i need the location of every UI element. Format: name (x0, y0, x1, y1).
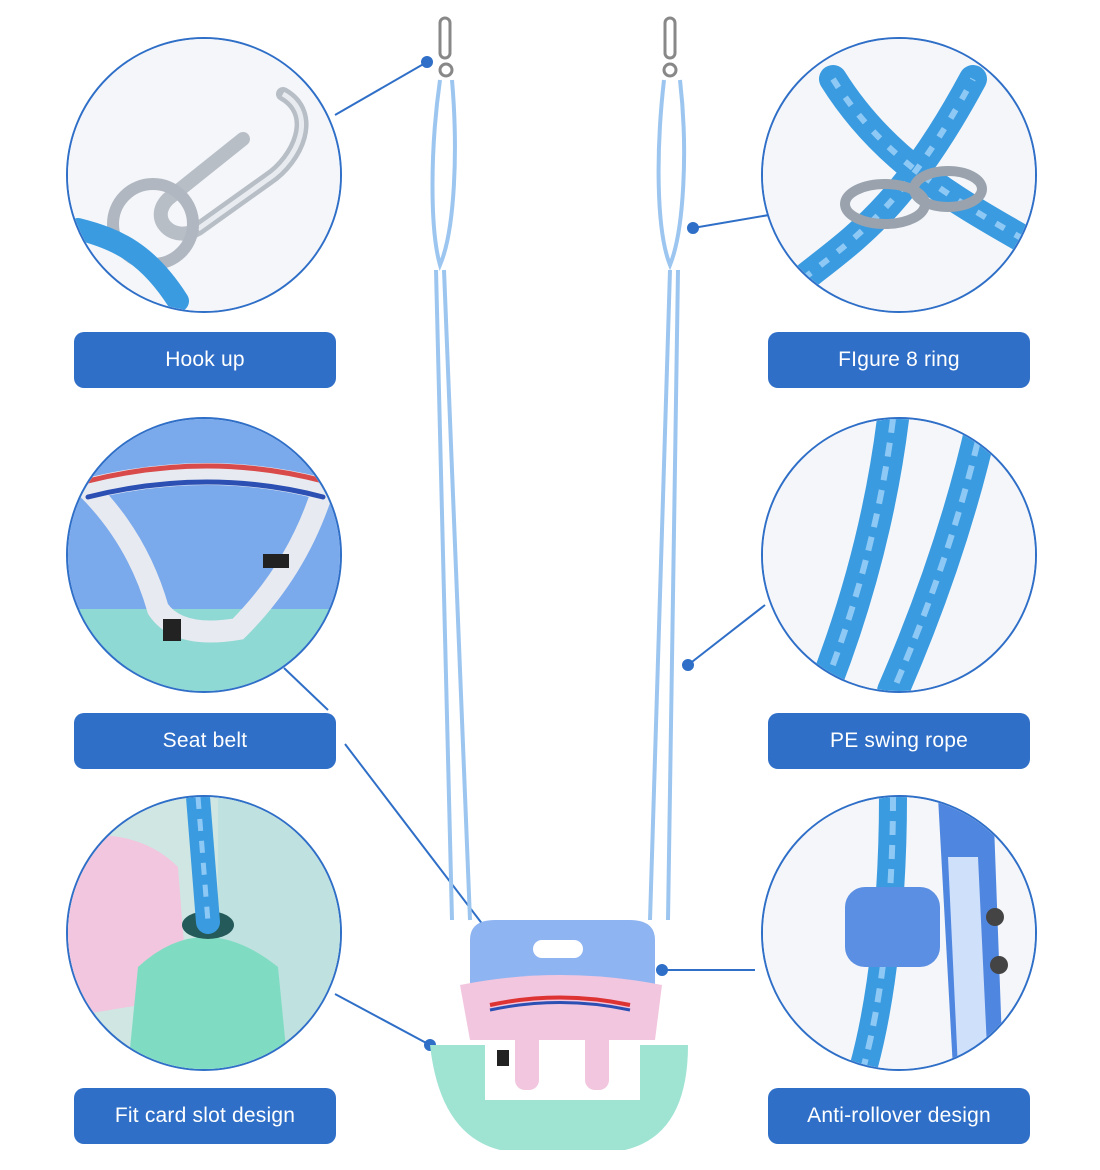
hook-up-label: Hook up (74, 332, 336, 388)
seat-belt-label: Seat belt (74, 713, 336, 769)
anti-rollover-label: Anti-rollover design (768, 1088, 1030, 1144)
fit-card-slot-label: Fit card slot design (74, 1088, 336, 1144)
right-hook-icon (662, 16, 678, 78)
left-rope (430, 79, 472, 921)
figure-8-ring-label: FIgure 8 ring (768, 332, 1030, 388)
right-rope (648, 79, 687, 921)
swing-seat (430, 920, 688, 1150)
left-hook-icon (438, 16, 454, 78)
pe-swing-rope-label: PE swing rope (768, 713, 1030, 769)
card-slot-detail-image (66, 795, 342, 1071)
ring-detail-image (761, 37, 1037, 313)
anti-rollover-detail-image (761, 795, 1037, 1071)
hook-detail-image (66, 37, 342, 313)
rope-detail-image (761, 417, 1037, 693)
seat-belt-detail-image (66, 417, 342, 693)
